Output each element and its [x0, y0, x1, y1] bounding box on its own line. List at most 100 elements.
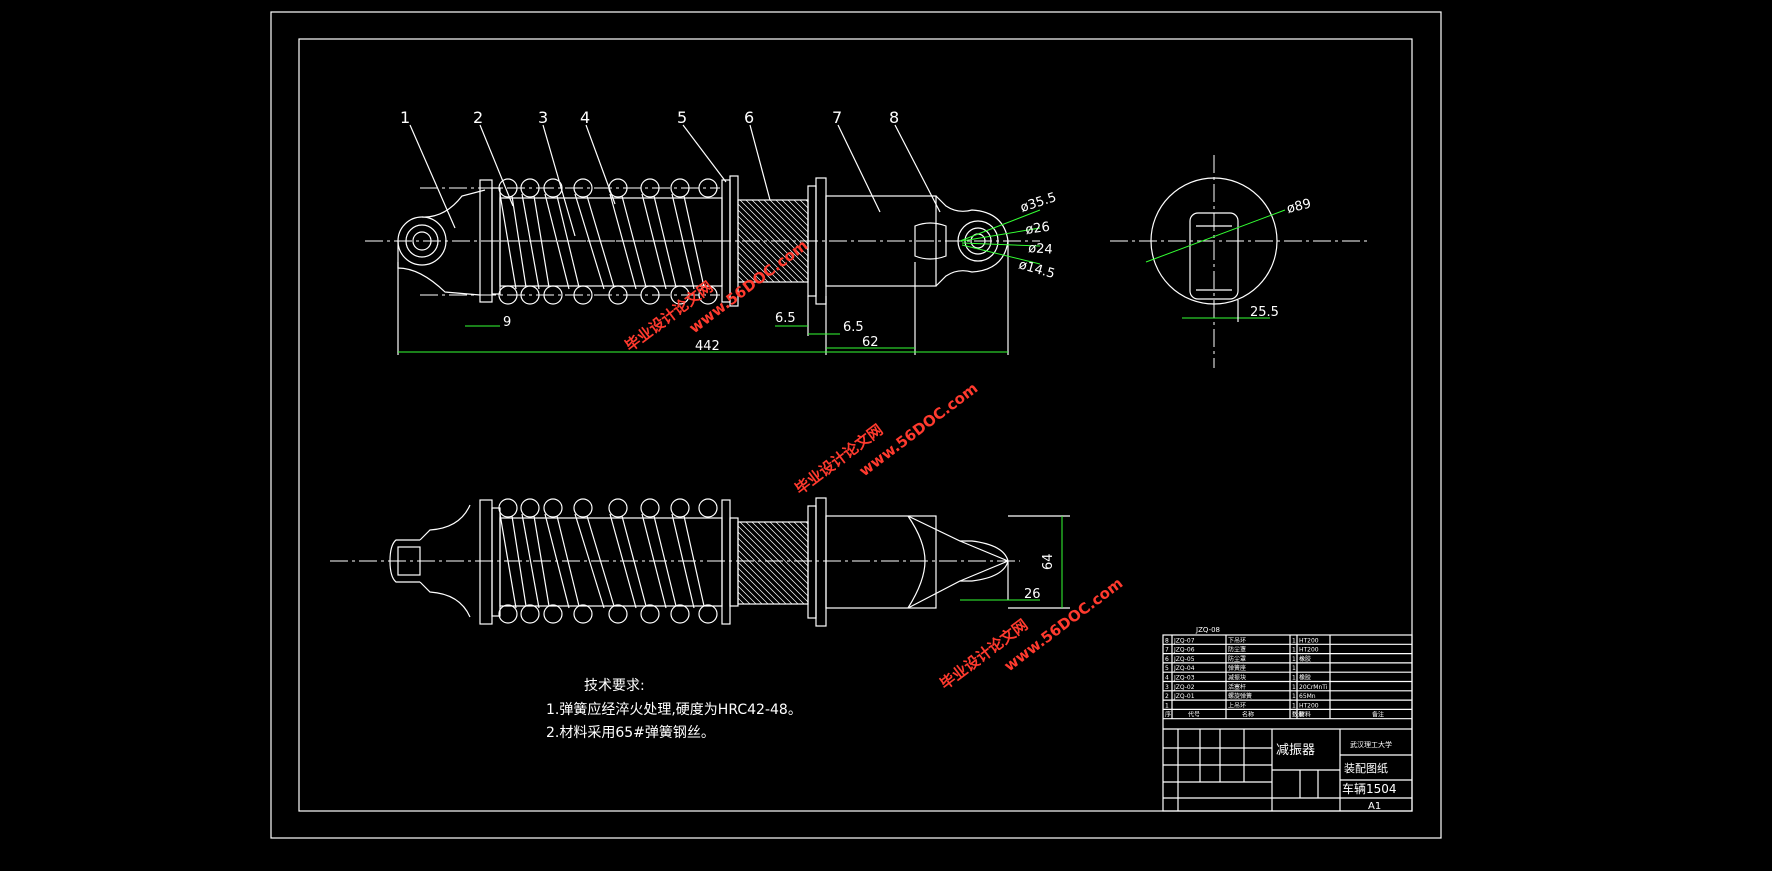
upper-spring-seat-bottom [479, 499, 493, 625]
balloon-4: 4 [580, 108, 590, 127]
spring-coil-bottom [543, 604, 563, 624]
dim-d35-5: ø35.5 [1019, 190, 1059, 216]
bom-cell: 1 [1165, 702, 1169, 709]
bom-cell: 1 [1292, 684, 1296, 691]
bom-cell: 5 [1165, 665, 1169, 672]
bom-cell: 1 [1292, 637, 1296, 644]
tb-product: 减振器 [1276, 743, 1315, 758]
bom-cell: 1 [1292, 693, 1296, 700]
dim-26-b: 26 [1024, 587, 1041, 602]
dust-boot [737, 199, 809, 283]
spring-coil-bottom [498, 604, 518, 624]
bom-cell: JZQ-03 [1173, 675, 1195, 682]
bom-cell: 65Mn [1299, 693, 1316, 700]
spring-coil-bottom [640, 604, 660, 624]
bom-cell: 4 [1165, 675, 1169, 682]
notes-line2: 2.材料采用65#弹簧钢丝。 [546, 725, 715, 741]
bom-cell: 弹簧座 [1228, 664, 1246, 672]
balloon-8: 8 [889, 108, 899, 127]
dim-d24: ø24 [1028, 241, 1053, 258]
dim-9: 9 [503, 315, 511, 330]
notes-line1: 1.弹簧应经淬火处理,硬度为HRC42-48。 [546, 701, 802, 718]
spring-coil-top [520, 178, 540, 198]
front-view-top [365, 175, 1041, 355]
bom-cell: 橡胶 [1299, 674, 1311, 682]
spring-coil-top [698, 178, 718, 198]
dim-d14-5: ø14.5 [1017, 257, 1057, 282]
bom-cell: JZQ-02 [1173, 684, 1195, 691]
bom-header-cell: 材料 [1299, 711, 1311, 719]
upper-eye [397, 189, 486, 296]
dim-d26: ø26 [1024, 220, 1050, 238]
bom-cell: 3 [1165, 684, 1169, 691]
bom-cell: HT200 [1299, 647, 1319, 654]
bom-cell: JZQ-06 [1173, 647, 1195, 654]
dim-25-5: 25.5 [1250, 305, 1279, 320]
spring-coil-top [498, 178, 518, 198]
bom-cell: 活塞杆 [1228, 683, 1246, 691]
dim-62: 62 [862, 335, 879, 350]
balloon-3: 3 [538, 108, 548, 127]
bom-cell: 1 [1292, 656, 1296, 663]
balloon-6: 6 [744, 108, 754, 127]
tb-school: 武汉理工大学 [1350, 740, 1392, 749]
bom-cell: 7 [1165, 647, 1169, 654]
bom-cell: HT200 [1299, 637, 1319, 644]
outer-frame [270, 11, 1442, 839]
bom-cell: 防尘罩 [1228, 646, 1246, 654]
spring-coil-top [498, 498, 518, 518]
bom-header-cell: 数量 [1292, 711, 1304, 719]
bom-cell: 1 [1292, 675, 1296, 682]
bom-cell: 防尘罩 [1228, 655, 1246, 663]
bom-cell: 20CrMnTi [1299, 684, 1328, 691]
spring-coil-top [573, 498, 593, 518]
bom-cell: 上吊环 [1228, 701, 1246, 709]
bom-cell: JZQ-01 [1173, 693, 1195, 700]
bom-cell: 8 [1165, 637, 1169, 644]
spring-coil-top [670, 498, 690, 518]
bom-header-remark: 备注 [1372, 711, 1384, 719]
tb-drawing-type: 装配图纸 [1344, 762, 1388, 775]
tb-size: A1 [1368, 801, 1381, 812]
bom-cell: 6 [1165, 656, 1169, 663]
balloon-2: 2 [473, 108, 483, 127]
balloon-5: 5 [677, 108, 687, 127]
bom-cell: JZQ-04 [1173, 665, 1195, 672]
bom-cell: 1 [1292, 665, 1296, 672]
notes-title: 技术要求: [584, 678, 645, 694]
bom-cell: 1 [1292, 647, 1296, 654]
spring-coil-top [698, 498, 718, 518]
bom-cell: HT200 [1299, 702, 1319, 709]
bom-header-cell: 名称 [1242, 711, 1254, 719]
balloon-1: 1 [400, 108, 410, 127]
spring-coil-top [640, 178, 660, 198]
balloon-7: 7 [832, 108, 842, 127]
dim-6-5-a: 6.5 [775, 311, 796, 326]
side-view-circle [1110, 155, 1370, 368]
tb-class: 车辆1504 [1342, 781, 1397, 796]
bom-cell: 下吊环 [1228, 637, 1246, 644]
spring-coil-top [520, 498, 540, 518]
balloon-leaders [409, 124, 941, 237]
bom-cell: JZQ-07 [1173, 637, 1195, 644]
spring-coil-bottom [608, 604, 628, 624]
cylinder-body [825, 195, 937, 287]
spring-coil-bottom [670, 604, 690, 624]
front-view-bottom [330, 497, 1070, 627]
dim-64: 64 [1041, 553, 1056, 570]
spring-coil-top [573, 178, 593, 198]
spring-coil-top [543, 178, 563, 198]
bom-header-cell: 序 [1165, 711, 1171, 719]
spring-coil-top [670, 178, 690, 198]
bom-cell: 螺旋弹簧 [1228, 692, 1252, 700]
spring-coil-top [640, 498, 660, 518]
spring-coil-top [543, 498, 563, 518]
watermark-2: 毕业设计论文网 www.56DOC.com [792, 379, 982, 498]
bom-cell: 1 [1292, 702, 1296, 709]
inner-frame [298, 38, 1413, 812]
dim-6-5-b: 6.5 [843, 320, 864, 335]
spring-coil-top [608, 498, 628, 518]
bom-cell: 2 [1165, 693, 1169, 700]
